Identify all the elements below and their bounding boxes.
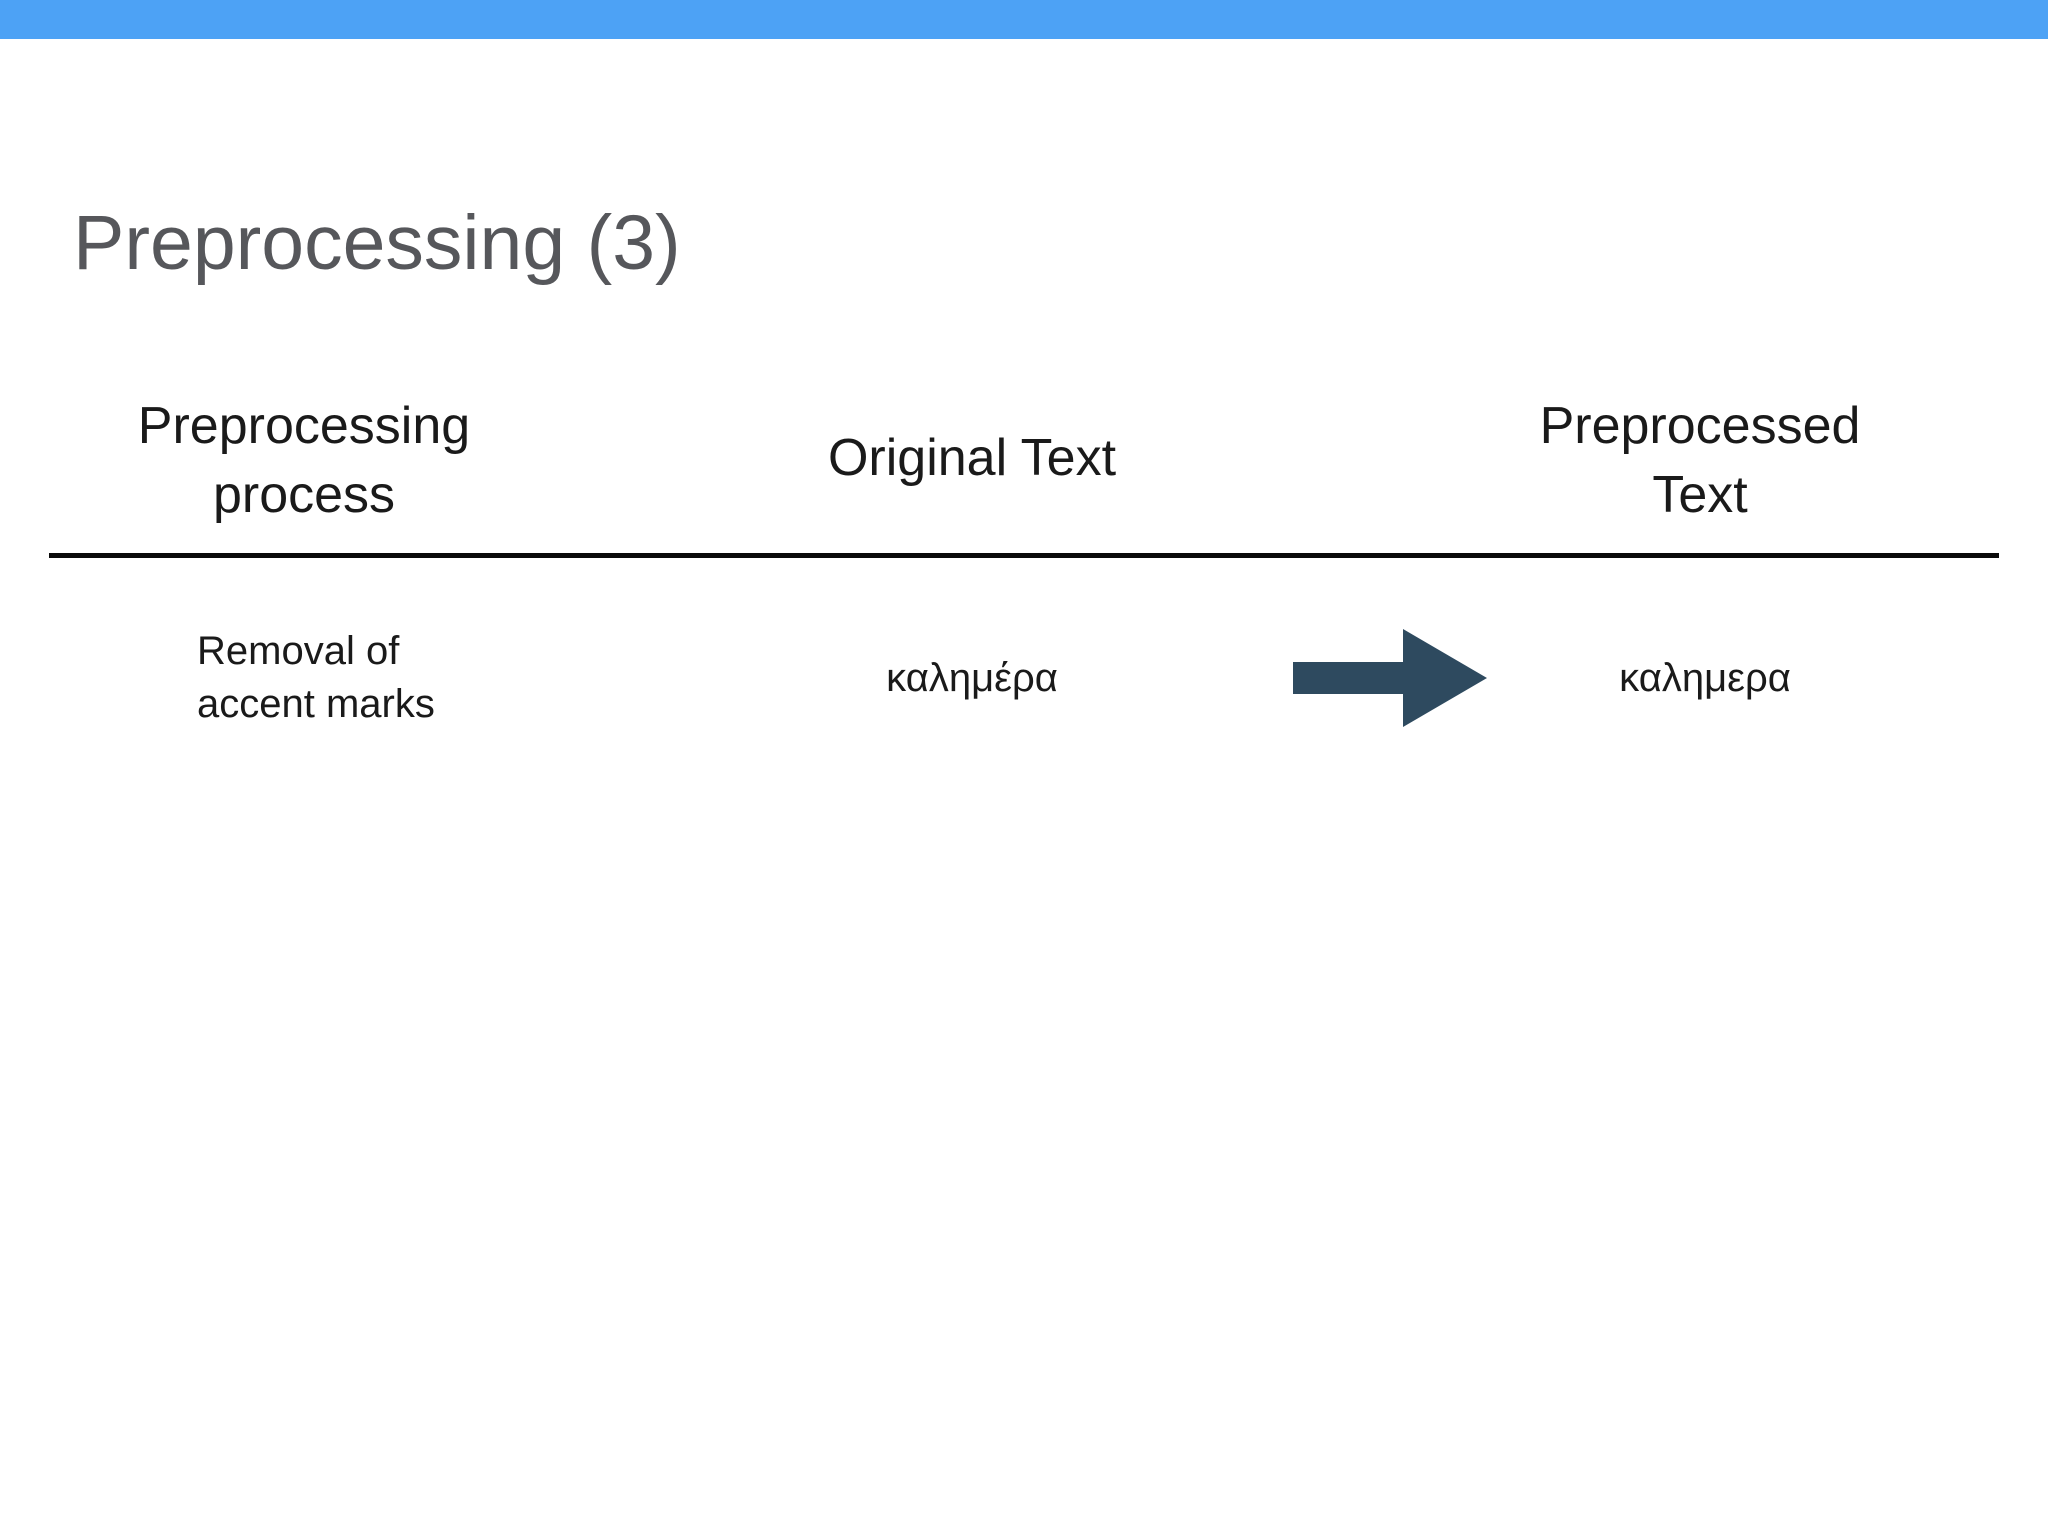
- slide-title: Preprocessing (3): [73, 200, 681, 286]
- table-header-divider-line: [49, 553, 1999, 558]
- table-header-preprocessed-text: Preprocessed Text: [1539, 397, 1861, 524]
- row-original-text: καλημέρα: [886, 656, 1058, 700]
- right-arrow-icon: [1293, 629, 1487, 727]
- top-accent-bar: [0, 0, 2048, 39]
- table-header-preprocessing-process: Preprocessing process: [137, 397, 471, 524]
- row-preprocessed-text: καλημερα: [1619, 656, 1791, 700]
- table-header-original-text: Original Text: [827, 429, 1117, 487]
- row-process-label: Removal of accent marks: [197, 629, 435, 726]
